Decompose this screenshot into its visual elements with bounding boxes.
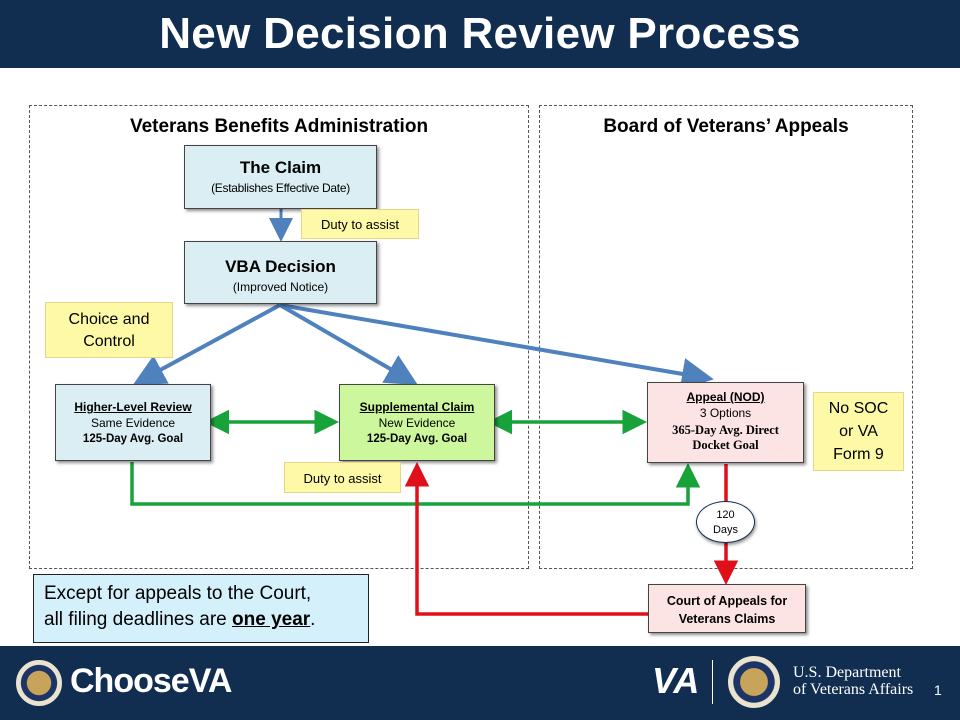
claim-box: The Claim (Establishes Effective Date) xyxy=(184,145,377,209)
department-name: U.S. Department of Veterans Affairs xyxy=(793,664,913,698)
duty-to-assist-label-2: Duty to assist xyxy=(303,471,382,486)
arrow-court-to-supplemental xyxy=(404,462,648,616)
choice-and-control-note: Choice and Control xyxy=(45,302,173,358)
va-seal-right-icon xyxy=(728,656,780,708)
vba-decision-subtitle: (Improved Notice) xyxy=(232,280,329,294)
nosoc-line-2: or VA xyxy=(839,423,878,440)
choose-va-mark: VA xyxy=(188,662,233,700)
duty-to-assist-note-2: Duty to assist xyxy=(284,462,401,493)
supplemental-sub: New Evidence xyxy=(378,416,456,430)
supplemental-goal: 125-Day Avg. Goal xyxy=(366,433,468,445)
dept-line-1: U.S. Department xyxy=(793,664,901,681)
deadline-line-2: all filing deadlines are one year. xyxy=(44,607,368,633)
arrow-decision-to-supplemental xyxy=(278,303,418,386)
appeal-goal-2: Docket Goal xyxy=(692,438,759,452)
page-number: 1 xyxy=(934,682,942,698)
deadline-line-1: Except for appeals to the Court, xyxy=(44,583,312,604)
choice-line-2: Control xyxy=(83,333,135,350)
va-wordmark: VA xyxy=(652,660,700,701)
court-box: Court of Appeals for Veterans Claims xyxy=(648,584,806,633)
days-number: 120 xyxy=(716,509,735,521)
footer-bar: ChooseVA VA U.S. Department of Veterans … xyxy=(0,646,960,720)
appeal-box: Appeal (NOD) 3 Options 365-Day Avg. Dire… xyxy=(647,382,804,463)
appeal-goal-1: 365-Day Avg. Direct xyxy=(672,423,779,437)
no-soc-note: No SOC or VA Form 9 xyxy=(813,392,904,471)
choice-line-1: Choice and xyxy=(68,311,150,328)
appeal-title: Appeal (NOD) xyxy=(686,390,765,404)
arrow-decision-to-hlr xyxy=(132,303,281,385)
claim-title: The Claim xyxy=(239,158,322,177)
va-seal-left-icon xyxy=(16,660,62,706)
court-line-2: Veterans Claims xyxy=(678,612,776,626)
hlr-title: Higher-Level Review xyxy=(74,400,192,414)
supplemental-claim-box: Supplemental Claim New Evidence 125-Day … xyxy=(339,384,495,461)
court-line-1: Court of Appeals for xyxy=(666,594,788,608)
vba-panel-title: Veterans Benefits Administration xyxy=(129,116,429,137)
hlr-goal: 125-Day Avg. Goal xyxy=(82,433,184,445)
bva-panel-title: Board of Veterans’ Appeals xyxy=(603,116,849,137)
choose-text: Choose xyxy=(70,662,190,700)
footer-divider xyxy=(712,660,713,704)
days-label: Days xyxy=(712,524,739,536)
choose-va-logo: ChooseVA xyxy=(70,662,233,701)
appeal-sub: 3 Options xyxy=(699,406,752,420)
arrow-decision-to-appeal xyxy=(279,303,714,390)
vba-decision-title: VBA Decision xyxy=(225,257,336,276)
deadline-box: Except for appeals to the Court, all fil… xyxy=(33,574,369,643)
deadline-bold: one year xyxy=(232,609,311,630)
header-bar: New Decision Review Process xyxy=(0,0,960,68)
supplemental-title: Supplemental Claim xyxy=(359,400,475,414)
nosoc-line-3: Form 9 xyxy=(833,446,884,463)
higher-level-review-box: Higher-Level Review Same Evidence 125-Da… xyxy=(55,384,211,461)
page-title: New Decision Review Process xyxy=(159,9,801,58)
dept-line-2: of Veterans Affairs xyxy=(793,681,914,698)
days-bubble: 120 Days xyxy=(696,501,755,543)
claim-subtitle: (Establishes Effective Date) xyxy=(211,181,350,195)
duty-to-assist-note-1: Duty to assist xyxy=(301,209,419,239)
duty-to-assist-label-1: Duty to assist xyxy=(320,217,400,232)
deadline-suffix: . xyxy=(310,609,316,630)
deadline-prefix: all filing deadlines are xyxy=(44,609,233,630)
vba-decision-box: VBA Decision (Improved Notice) xyxy=(184,241,377,304)
arrow-hlr-to-appeal xyxy=(130,462,701,506)
nosoc-line-1: No SOC xyxy=(828,400,889,417)
hlr-sub: Same Evidence xyxy=(90,416,176,430)
